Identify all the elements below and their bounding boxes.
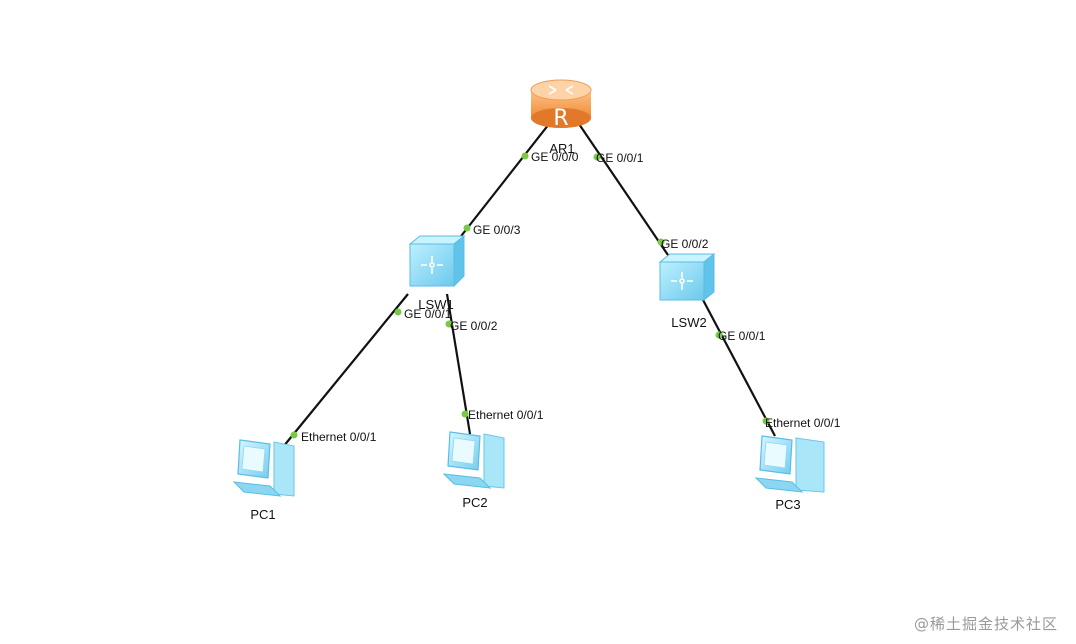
port-label-pc1-eth001: Ethernet 0/0/1 [301, 430, 377, 444]
switch-icon [658, 252, 716, 302]
port-labels: GE 0/0/0 GE 0/0/1 GE 0/0/3 GE 0/0/2 GE 0… [301, 150, 841, 444]
pc-pc1[interactable]: PC1 [232, 439, 295, 522]
link-lsw2-pc3[interactable] [701, 297, 776, 437]
links [282, 123, 776, 448]
port-label-pc3-eth001: Ethernet 0/0/1 [765, 416, 841, 430]
switch-lsw1[interactable]: LSW1 [408, 234, 466, 312]
pc-icon [232, 439, 295, 497]
port-label-ar1-ge001: GE 0/0/1 [596, 151, 644, 165]
port-dot [657, 238, 665, 246]
link-ar1-lsw2[interactable] [578, 123, 671, 259]
port-indicators [290, 152, 770, 439]
port-label-lsw1-ge003: GE 0/0/3 [473, 223, 521, 237]
port-label-ar1-ge000: GE 0/0/0 [531, 150, 579, 164]
router-icon: R [530, 79, 592, 131]
pc-icon [442, 431, 505, 489]
router-ar1[interactable]: R AR1 [530, 79, 592, 156]
port-label-lsw2-ge001: GE 0/0/1 [718, 329, 766, 343]
pc-pc3[interactable]: PC3 [754, 435, 825, 512]
watermark: @稀土掘金技术社区 [913, 615, 1058, 633]
device-label-pc1: PC1 [250, 507, 275, 522]
port-label-pc2-eth001: Ethernet 0/0/1 [468, 408, 544, 422]
link-ar1-lsw1[interactable] [457, 123, 550, 241]
device-label-pc2: PC2 [462, 495, 487, 510]
switch-icon [408, 234, 466, 288]
port-label-lsw1-ge002: GE 0/0/2 [450, 319, 498, 333]
port-dot [290, 431, 298, 439]
port-dot [521, 152, 529, 160]
port-dot [715, 331, 723, 339]
port-dot [463, 224, 471, 232]
pc-pc2[interactable]: PC2 [442, 431, 505, 510]
port-dot [762, 417, 770, 425]
port-dot [394, 308, 402, 316]
link-lsw1-pc2[interactable] [445, 293, 472, 435]
device-label-lsw2: LSW2 [671, 315, 706, 330]
port-label-lsw1-ge001: GE 0/0/1 [404, 307, 452, 321]
port-dot [461, 410, 469, 418]
svg-text:R: R [553, 106, 568, 131]
device-label-ar1: AR1 [549, 141, 574, 156]
port-dot [593, 153, 601, 161]
device-label-pc3: PC3 [775, 497, 800, 512]
port-label-lsw2-ge002: GE 0/0/2 [661, 237, 709, 251]
switch-lsw2[interactable]: LSW2 [658, 252, 716, 330]
device-label-lsw1: LSW1 [418, 297, 453, 312]
link-lsw1-pc1[interactable] [282, 293, 409, 448]
port-dot [445, 320, 453, 328]
pc-icon [754, 435, 825, 493]
